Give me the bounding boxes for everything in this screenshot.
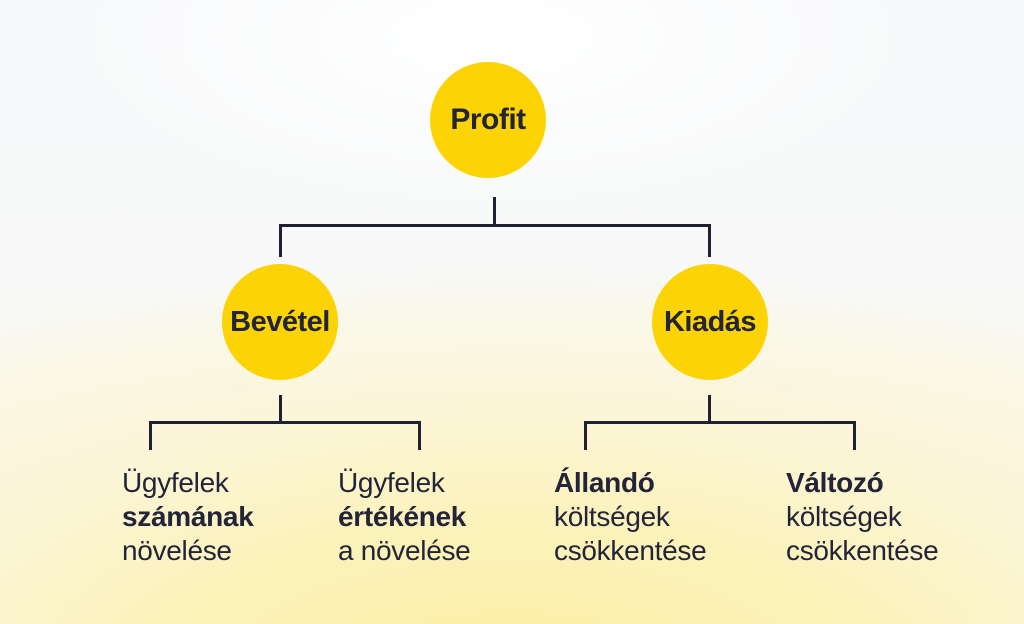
node-bevetel-label: Bevétel <box>230 305 330 338</box>
leaf-line: Ügyfelek <box>122 467 229 498</box>
connector-kiadas-drop-right <box>853 421 856 450</box>
connector-level1-drop-right <box>708 224 711 257</box>
leaf-customer-value: Ügyfelek értékének a növelése <box>338 466 471 568</box>
leaf-line-emphasis: Állandó <box>554 467 655 498</box>
leaf-line-emphasis: Változó <box>786 467 884 498</box>
node-kiadas-label: Kiadás <box>663 305 757 338</box>
leaf-customer-count: Ügyfelek számának növelése <box>122 466 254 568</box>
leaf-variable-costs: Változó költségek csökkentése <box>786 466 939 568</box>
leaf-line: a növelése <box>338 535 471 566</box>
connector-level1-drop-left <box>279 224 282 257</box>
connector-bevetel-stem <box>279 395 282 424</box>
connector-level1-bar <box>279 224 711 227</box>
node-bevetel: Bevétel <box>222 264 338 380</box>
connector-kiadas-stem <box>708 395 711 424</box>
leaf-line-emphasis: számának <box>122 501 254 532</box>
connector-kiadas-drop-left <box>584 421 587 450</box>
leaf-line: költségek <box>554 501 670 532</box>
node-profit-label: Profit <box>450 103 526 136</box>
connector-kiadas-bar <box>584 421 856 424</box>
leaf-line-emphasis: értékének <box>338 501 467 532</box>
node-profit: Profit <box>430 62 546 178</box>
node-kiadas: Kiadás <box>652 264 768 380</box>
leaf-fixed-costs: Állandó költségek csökkentése <box>554 466 707 568</box>
leaf-line: csökkentése <box>554 535 707 566</box>
connector-bevetel-drop-right <box>418 421 421 450</box>
leaf-line: növelése <box>122 535 232 566</box>
leaf-line: Ügyfelek <box>338 467 445 498</box>
connector-bevetel-bar <box>149 421 421 424</box>
leaf-line: költségek <box>786 501 902 532</box>
connector-root-stem <box>493 197 496 226</box>
connector-bevetel-drop-left <box>149 421 152 450</box>
leaf-line: csökkentése <box>786 535 939 566</box>
